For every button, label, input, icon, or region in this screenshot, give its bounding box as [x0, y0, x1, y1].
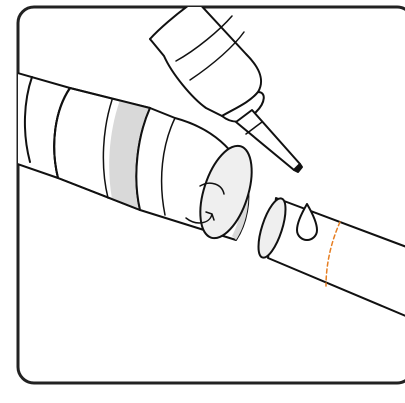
twist-arrow-icon: [199, 182, 225, 195]
tube-left-edge: [3, 72, 10, 155]
cap-end-face: [199, 144, 253, 240]
tube-connector-icon: [3, 67, 253, 241]
dropper-bottle-icon: [149, 7, 303, 173]
tube-right-opening: [257, 197, 287, 259]
dashed-guide-line-icon: [325, 221, 341, 287]
droplet-icon: [296, 203, 318, 241]
collar-shade: [109, 100, 150, 210]
tube-end-icon: [257, 197, 405, 323]
